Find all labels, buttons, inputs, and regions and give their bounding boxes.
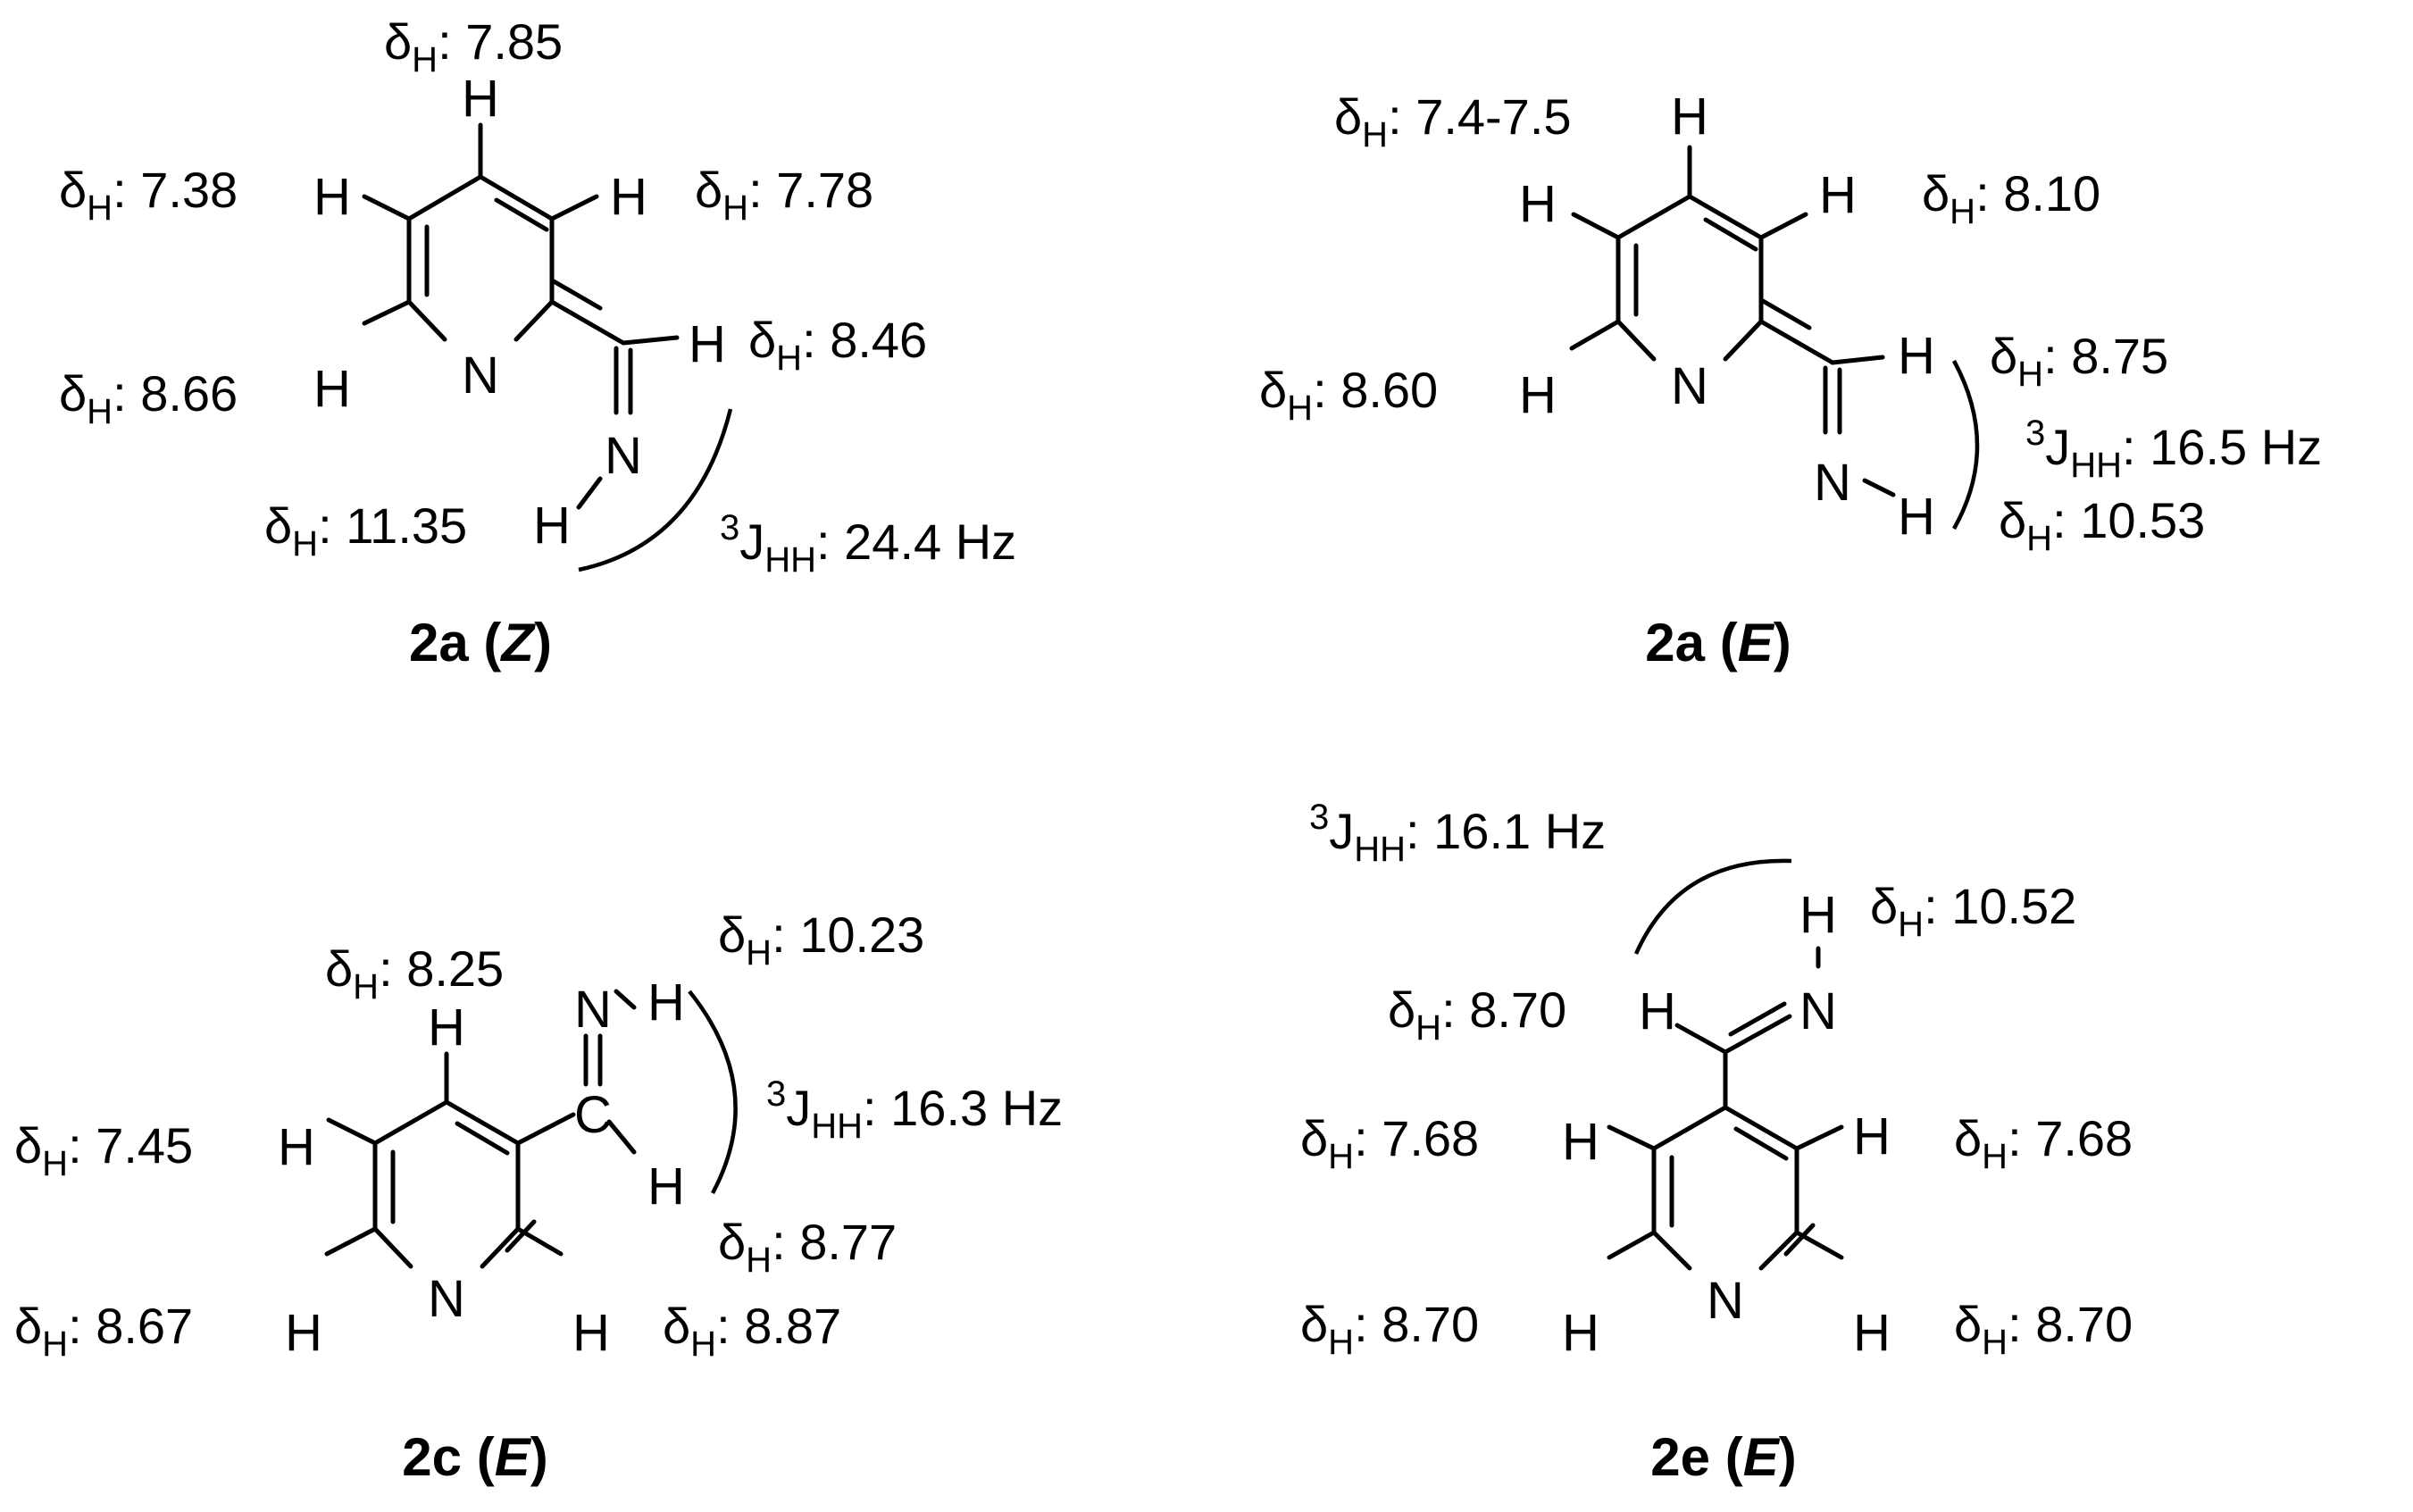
- shift-label-2c-e-ch: δH: 8.77: [718, 1214, 897, 1280]
- atom-h-6-2e-e: H: [1853, 1304, 1891, 1362]
- shift-label-2e-e-6: δH: 8.70: [1954, 1296, 2133, 1362]
- atom-h-5-2c-e: H: [278, 1118, 315, 1176]
- coupling-label-2a-z: 3JHH: 24.4 Hz: [720, 508, 1016, 580]
- atom-h-6-2a-e: H: [1519, 366, 1557, 424]
- bond-lines-2c-e: [324, 989, 637, 1269]
- shift-label-2e-e-2: δH: 8.70: [1300, 1296, 1479, 1362]
- shift-label-2a-z-3: δH: 7.78: [695, 162, 873, 228]
- shift-label-2a-z-ch: δH: 8.46: [748, 312, 927, 378]
- shift-label-2a-z-nh: δH: 11.35: [264, 497, 467, 564]
- atom-h-4-2c-e: H: [428, 998, 465, 1057]
- bond-lines-2a-e: [1569, 145, 1896, 497]
- shift-label-2a-e-nh: δH: 10.53: [1999, 492, 2205, 558]
- coupling-label-2e-e: 3JHH: 16.1 Hz: [1309, 798, 1606, 869]
- coupling-arc-2a-e: [1952, 359, 1980, 530]
- shift-label-2c-e-nh: δH: 10.23: [718, 906, 924, 973]
- shift-label-2c-e-6: δH: 8.67: [14, 1298, 193, 1364]
- compound-2c-e: H H H N H C H N H δH: 8.25 δH: 10.23 δH:…: [14, 906, 1063, 1487]
- coupling-label-2c-e: 3JHH: 16.3 Hz: [766, 1074, 1063, 1146]
- shift-label-2c-e-5: δH: 7.45: [14, 1117, 193, 1183]
- atom-h-ch-2c-e: H: [647, 1157, 685, 1215]
- atom-c-imine-2c-e: C: [574, 1086, 612, 1144]
- atom-h-ch-2e-e: H: [1639, 982, 1676, 1040]
- atom-h-5-2e-e: H: [1853, 1107, 1891, 1165]
- atom-h-2-2c-e: H: [572, 1304, 610, 1362]
- caption-2e-e: 2e (E): [1650, 1427, 1796, 1487]
- shift-label-2e-e-ch: δH: 8.70: [1388, 982, 1566, 1048]
- shift-label-2a-z-5: δH: 7.38: [59, 162, 238, 228]
- shift-label-2a-e-6: δH: 8.60: [1259, 362, 1438, 428]
- compound-2e-e: H N H H H H N H δH: 10.52 δH: 8.70 δH: 7…: [1300, 798, 2133, 1487]
- bond-lines-2a-z: [362, 122, 680, 510]
- atom-n-imine-2a-e: N: [1814, 454, 1851, 512]
- atom-h-nh-2a-z: H: [533, 497, 571, 555]
- atom-h-6-2c-e: H: [285, 1304, 322, 1362]
- shift-label-2a-z-6: δH: 8.66: [59, 365, 238, 431]
- atom-h-3-2a-e: H: [1819, 166, 1857, 224]
- coupling-arc-2e-e: [1633, 858, 1792, 955]
- caption-2a-z: 2a (Z): [409, 613, 552, 672]
- shift-label-2c-e-2: δH: 8.87: [663, 1298, 841, 1364]
- atom-h-imine-ch-2a-e: H: [1898, 327, 1935, 385]
- coupling-label-2a-e: 3JHH: 16.5 Hz: [2025, 414, 2322, 485]
- atom-n-imine-2e-e: N: [1799, 982, 1837, 1040]
- atom-h-nh-2c-e: H: [647, 973, 685, 1032]
- atom-h-nh-2e-e: H: [1799, 886, 1837, 944]
- compound-2a-z: H H H H N H N H δH: 7.85 δH: 7.38 δH: 7.…: [59, 13, 1016, 672]
- atom-n-ring-2a-z: N: [462, 347, 499, 405]
- caption-2c-e: 2c (E): [402, 1427, 547, 1487]
- atom-n-ring-2c-e: N: [428, 1270, 465, 1328]
- coupling-arc-2c-e: [688, 990, 738, 1195]
- shift-label-2e-e-5: δH: 7.68: [1954, 1110, 2133, 1176]
- coupling-arc-2a-z: [578, 408, 733, 572]
- atom-n-imine-2c-e: N: [574, 981, 612, 1039]
- atom-h-para-2a-e: H: [1671, 88, 1708, 146]
- bond-lines-2e-e: [1607, 946, 1844, 1271]
- shift-label-2a-e-3: δH: 8.10: [1922, 165, 2100, 231]
- shift-label-2e-e-3: δH: 7.68: [1300, 1110, 1479, 1176]
- atom-n-ring-2a-e: N: [1671, 357, 1708, 415]
- atom-h-6-2a-z: H: [313, 360, 351, 418]
- shift-label-2a-e-ch: δH: 8.75: [1990, 328, 2168, 394]
- atom-n-ring-2e-e: N: [1707, 1272, 1744, 1330]
- atom-h-para-2a-z: H: [462, 70, 499, 128]
- caption-2a-e: 2a (E): [1645, 613, 1791, 672]
- atom-h-imine-ch-2a-z: H: [689, 315, 726, 373]
- shift-label-2c-e-4: δH: 8.25: [325, 940, 504, 1007]
- atom-h-3-2a-z: H: [610, 168, 647, 226]
- atom-h-nh-2a-e: H: [1898, 488, 1935, 546]
- atom-h-3-2e-e: H: [1562, 1113, 1599, 1171]
- shift-label-2a-z-para: δH: 7.85: [384, 13, 563, 79]
- atom-n-imine-2a-z: N: [605, 427, 642, 485]
- atom-h-5-2a-z: H: [313, 168, 351, 226]
- atom-h-5-2a-e: H: [1519, 175, 1557, 233]
- shift-label-2a-e-meta-para: δH: 7.4-7.5: [1334, 88, 1572, 155]
- compound-2a-e: H H H H N H N H δH: 7.4-7.5 δH: 8.10 δH:…: [1259, 88, 2322, 672]
- atom-h-2-2e-e: H: [1562, 1304, 1599, 1362]
- shift-label-2e-e-nh: δH: 10.52: [1870, 878, 2076, 944]
